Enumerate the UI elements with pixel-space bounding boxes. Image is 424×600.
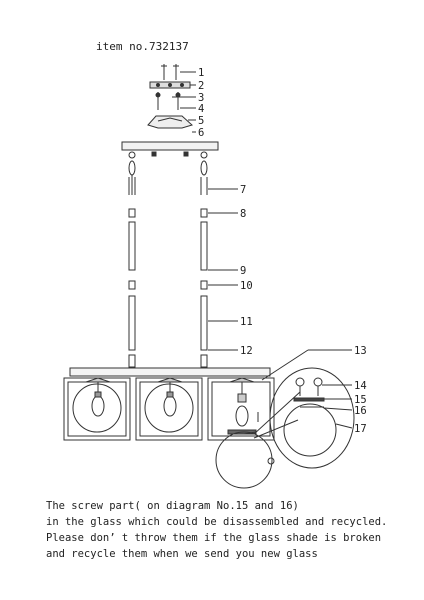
- callout-3: 3: [198, 92, 204, 104]
- note-line-1: The screw part( on diagram No.15 and 16): [46, 500, 299, 512]
- callout-2: 2: [198, 80, 204, 92]
- mounting-bracket: [149, 81, 191, 89]
- callout-15: 15: [354, 394, 367, 406]
- callout-9: 9: [240, 265, 246, 277]
- mounting-screws: [161, 64, 179, 80]
- callout-leaders: [172, 71, 353, 429]
- glass-globe-exploded: [215, 431, 275, 489]
- fixture-bar: [69, 367, 271, 377]
- callout-5: 5: [198, 115, 204, 127]
- callout-8: 8: [240, 208, 246, 220]
- canopy-cap: [147, 115, 193, 129]
- note-line-4: and recycle them when we send you new gl…: [46, 548, 318, 560]
- callout-6: 6: [198, 127, 204, 139]
- bracket-screws: [155, 92, 181, 110]
- shade-frame-3: [207, 377, 275, 441]
- callout-1: 1: [198, 67, 204, 79]
- item-number: item no.732137: [96, 40, 189, 53]
- glass-detail-view: [269, 367, 355, 469]
- callout-16: 16: [354, 405, 367, 417]
- callout-13: 13: [354, 345, 367, 357]
- note-line-3: Please don’ t throw them if the glass sh…: [46, 532, 382, 544]
- canopy-plate: [121, 141, 219, 157]
- note-line-2: in the glass which could be disassembled…: [46, 516, 388, 528]
- callout-12: 12: [240, 345, 253, 357]
- recycling-note: The screw part( on diagram No.15 and 16)…: [46, 498, 418, 562]
- callout-10: 10: [240, 280, 253, 292]
- shade-frame-2: [135, 377, 203, 441]
- suspension-rod-left: [128, 151, 136, 368]
- callout-7: 7: [240, 184, 246, 196]
- suspension-rod-right: [200, 151, 208, 368]
- callout-17: 17: [354, 423, 367, 435]
- callout-4: 4: [198, 103, 204, 115]
- callout-11: 11: [240, 316, 253, 328]
- callout-numbers: 1 2 3 4 5 6 7 8 9 10 11 12 13 14 15 16 1…: [198, 67, 367, 435]
- callout-14: 14: [354, 380, 367, 392]
- shade-frame-1: [63, 377, 131, 441]
